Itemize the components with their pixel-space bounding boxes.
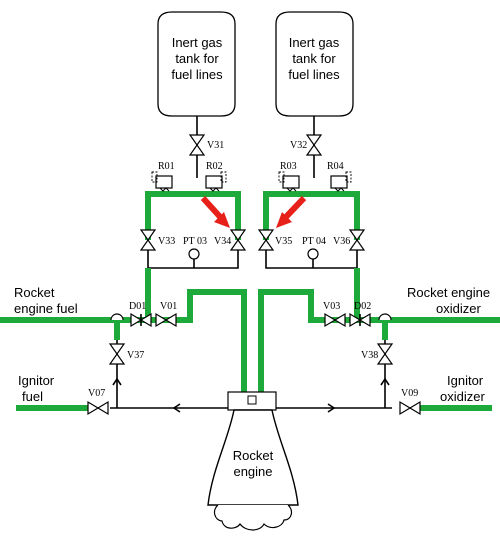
- tank-right-label-3: fuel lines: [288, 67, 340, 82]
- label-oxidizer-1: Rocket engine: [407, 285, 490, 300]
- regulator-r02: [205, 171, 227, 192]
- label-d02: D02: [354, 301, 371, 312]
- engine-label-2: engine: [233, 464, 272, 479]
- green-pipes: [0, 191, 500, 411]
- label-v37: V37: [127, 350, 144, 361]
- valve-v35: [257, 229, 275, 251]
- label-v36: V36: [333, 236, 350, 247]
- label-r03: R03: [280, 161, 297, 172]
- label-r04: R04: [327, 161, 344, 172]
- label-oxidizer-2: oxidizer: [436, 301, 481, 316]
- label-d01: D01: [129, 301, 146, 312]
- regulators: [151, 171, 352, 192]
- valves-vertical: [108, 134, 394, 365]
- line-labels: Rocket engine fuel Rocket engine oxidize…: [14, 285, 490, 404]
- valve-v38: [376, 343, 394, 365]
- pressure-sensor-pt04: [307, 248, 319, 260]
- label-pt03: PT 03: [183, 236, 207, 247]
- label-pt04: PT 04: [302, 236, 326, 247]
- label-fuel-1: Rocket: [14, 285, 55, 300]
- tank-left-label-1: Inert gas: [172, 35, 223, 50]
- valve-v31: [188, 134, 206, 156]
- label-ignitor-oxidizer-2: oxidizer: [440, 389, 485, 404]
- thin-lines: [110, 116, 392, 413]
- label-v03: V03: [323, 301, 340, 312]
- pressure-sensor-pt03: [188, 248, 200, 260]
- regulator-r03: [278, 171, 300, 192]
- label-ignitor-fuel-2: fuel: [22, 389, 43, 404]
- label-r02: R02: [206, 161, 223, 172]
- red-arrow-v34-icon: [200, 195, 230, 228]
- tank-right-label-2: tank for: [292, 51, 336, 66]
- valve-v33: [139, 229, 157, 251]
- red-arrow-v35-icon: [276, 195, 307, 228]
- valve-v37: [108, 343, 126, 365]
- label-v33: V33: [158, 236, 175, 247]
- regulator-r01: [151, 171, 173, 192]
- tank-left-label-3: fuel lines: [171, 67, 223, 82]
- tank-left: Inert gas tank for fuel lines: [157, 11, 236, 117]
- label-v09: V09: [401, 388, 418, 399]
- valve-v09: [399, 400, 421, 416]
- label-v01: V01: [160, 301, 177, 312]
- label-v32: V32: [290, 140, 307, 151]
- component-labels: V31 V32 R01 R02 R03 R04 V33 PT 03 V34 V3…: [88, 140, 418, 399]
- valve-v03: [324, 312, 346, 328]
- tank-left-label-2: tank for: [175, 51, 219, 66]
- valve-v32: [305, 134, 323, 156]
- valve-v36: [348, 229, 366, 251]
- label-fuel-2: engine fuel: [14, 301, 78, 316]
- label-ignitor-fuel-1: Ignitor: [18, 373, 55, 388]
- label-v38: V38: [361, 350, 378, 361]
- valve-v07: [87, 400, 109, 416]
- valves-horizontal: [87, 312, 421, 416]
- rocket-engine: Rocket engine: [207, 391, 299, 531]
- label-v35: V35: [275, 236, 292, 247]
- regulator-r04: [330, 171, 352, 192]
- label-ignitor-oxidizer-1: Ignitor: [447, 373, 484, 388]
- label-v07: V07: [88, 388, 105, 399]
- engine-label-1: Rocket: [233, 448, 274, 463]
- valve-v01: [155, 312, 177, 328]
- tank-right: Inert gas tank for fuel lines: [275, 11, 354, 117]
- valve-v34: [229, 229, 247, 251]
- pipe-crossings: [110, 313, 392, 321]
- label-v31: V31: [207, 140, 224, 151]
- tank-right-label-1: Inert gas: [289, 35, 340, 50]
- label-r01: R01: [158, 161, 175, 172]
- label-v34: V34: [214, 236, 231, 247]
- red-arrows: [200, 195, 307, 228]
